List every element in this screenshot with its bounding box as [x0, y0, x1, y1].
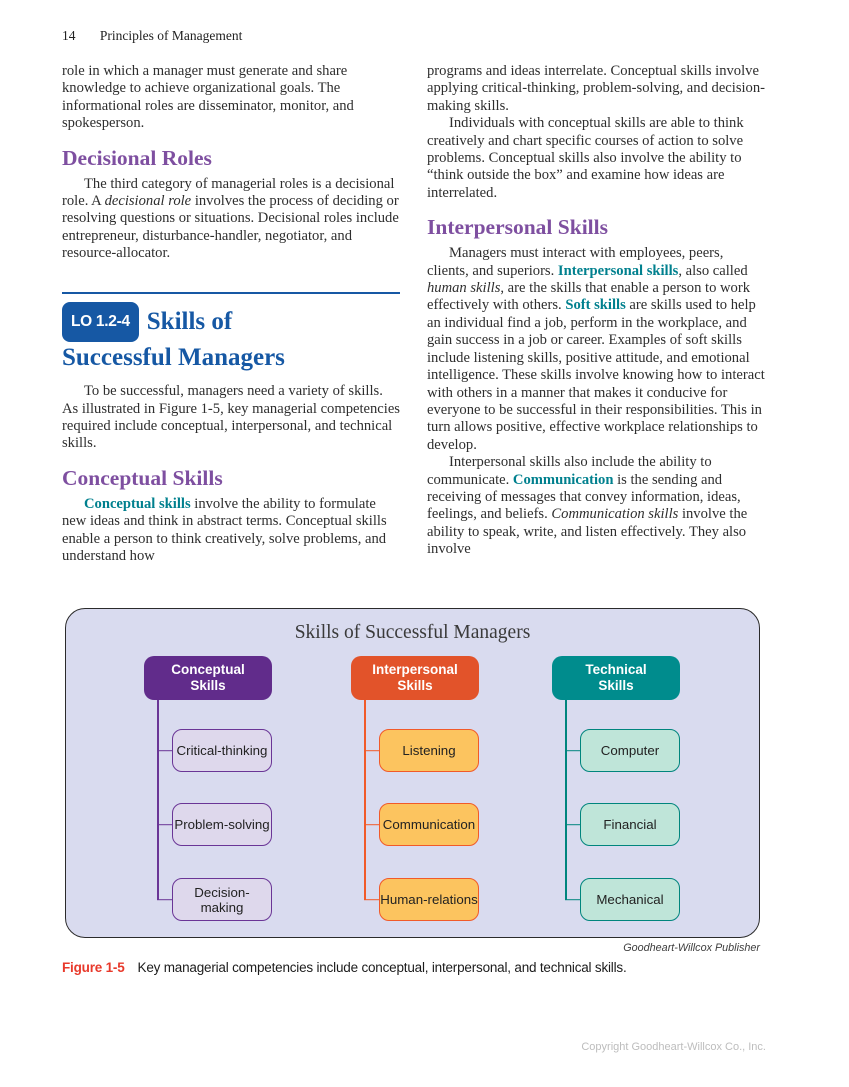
keyterm: Interpersonal skills [557, 262, 679, 279]
paragraph: programs and ideas interrelate. Conceptu… [427, 63, 766, 114]
figure-credit: Goodheart-Willcox Publisher [623, 942, 760, 954]
text-run: involve the ability to speak, write, and… [427, 506, 748, 558]
header-label-line2: Skills [190, 678, 226, 693]
keyterm: Soft skills [565, 297, 626, 314]
figure-caption: Figure 1-5 Key managerial competencies in… [62, 960, 766, 975]
lo-heading-line1: Skills of [146, 308, 233, 336]
node-mechanical: Mechanical [580, 878, 680, 921]
node-financial: Financial [580, 803, 680, 846]
text-run: Managers must interact with employees, p… [427, 245, 724, 279]
header-label-line2: Skills [598, 678, 634, 693]
header-label-line1: Technical [585, 662, 647, 677]
text-run: involve the ability to formulate new ide… [62, 495, 387, 564]
section-heading-decisional-roles: Decisional Roles [62, 145, 212, 170]
copyright-notice: Copyright Goodheart-Willcox Co., Inc. [581, 1041, 766, 1053]
node-listening: Listening [379, 729, 479, 772]
running-head: 14 Principles of Management [62, 28, 242, 44]
connector-line [157, 700, 159, 900]
italic-term: decisional role [104, 193, 192, 210]
header-label-line1: Interpersonal [372, 662, 458, 677]
paragraph: Interpersonal skills also include the ab… [427, 454, 765, 558]
text-run: The third category of managerial roles i… [62, 175, 395, 210]
header-label-line2: Skills [397, 678, 433, 693]
left-column: role in which a manager must generate an… [62, 63, 400, 565]
text-columns: role in which a manager must generate an… [62, 63, 766, 565]
paragraph: Conceptual skills involve the ability to… [62, 496, 400, 566]
text-run: , are the skills that enable a person to… [427, 280, 751, 314]
connector-line [565, 700, 567, 900]
node-problem-solving: Problem-solving [172, 803, 272, 846]
node-computer: Computer [580, 729, 680, 772]
page-number: 14 [62, 28, 76, 43]
book-title: Principles of Management [99, 28, 243, 43]
keyterm: Communication [512, 471, 614, 488]
text-run: are skills used to help an individual fi… [427, 297, 765, 453]
paragraph: To be successful, managers need a variet… [62, 383, 400, 452]
right-column: programs and ideas interrelate. Conceptu… [427, 63, 765, 565]
italic-term: Communication skills [551, 506, 679, 523]
node-communication: Communication [379, 803, 479, 846]
lo-heading-line2: Successful Managers [62, 344, 285, 372]
node-critical-thinking: Critical-thinking [172, 729, 272, 772]
connector-line [364, 700, 366, 900]
paragraph: Individuals with conceptual skills are a… [427, 115, 744, 201]
header-label-line1: Conceptual [171, 662, 245, 677]
node-human-relations: Human-relations [379, 878, 479, 921]
italic-term: human skills [427, 280, 501, 297]
paragraph: role in which a manager must generate an… [62, 63, 354, 132]
text-run: Interpersonal skills also include the ab… [427, 454, 712, 488]
node-decision-making: Decision-making [172, 878, 272, 921]
figure-1-5-diagram: Skills of Successful Managers Conceptual… [65, 608, 760, 938]
section-divider-rule [62, 291, 400, 295]
text-run: is the sending and receiving of messages… [427, 471, 741, 523]
figure-caption-label: Figure 1-5 [62, 960, 125, 975]
lo-badge: LO 1.2-4 [62, 302, 139, 343]
keyterm: Conceptual skills [84, 495, 191, 512]
section-heading-interpersonal-skills: Interpersonal Skills [427, 215, 608, 240]
paragraph: The third category of managerial roles i… [62, 176, 400, 263]
figure-title: Skills of Successful Managers [294, 622, 531, 643]
section-heading-conceptual-skills: Conceptual Skills [62, 465, 223, 490]
paragraph: Managers must interact with employees, p… [427, 245, 765, 454]
text-run: involves the process of deciding or reso… [62, 193, 399, 262]
figure-caption-text: Key managerial competencies include conc… [137, 960, 627, 975]
text-run: , also called [678, 262, 748, 279]
